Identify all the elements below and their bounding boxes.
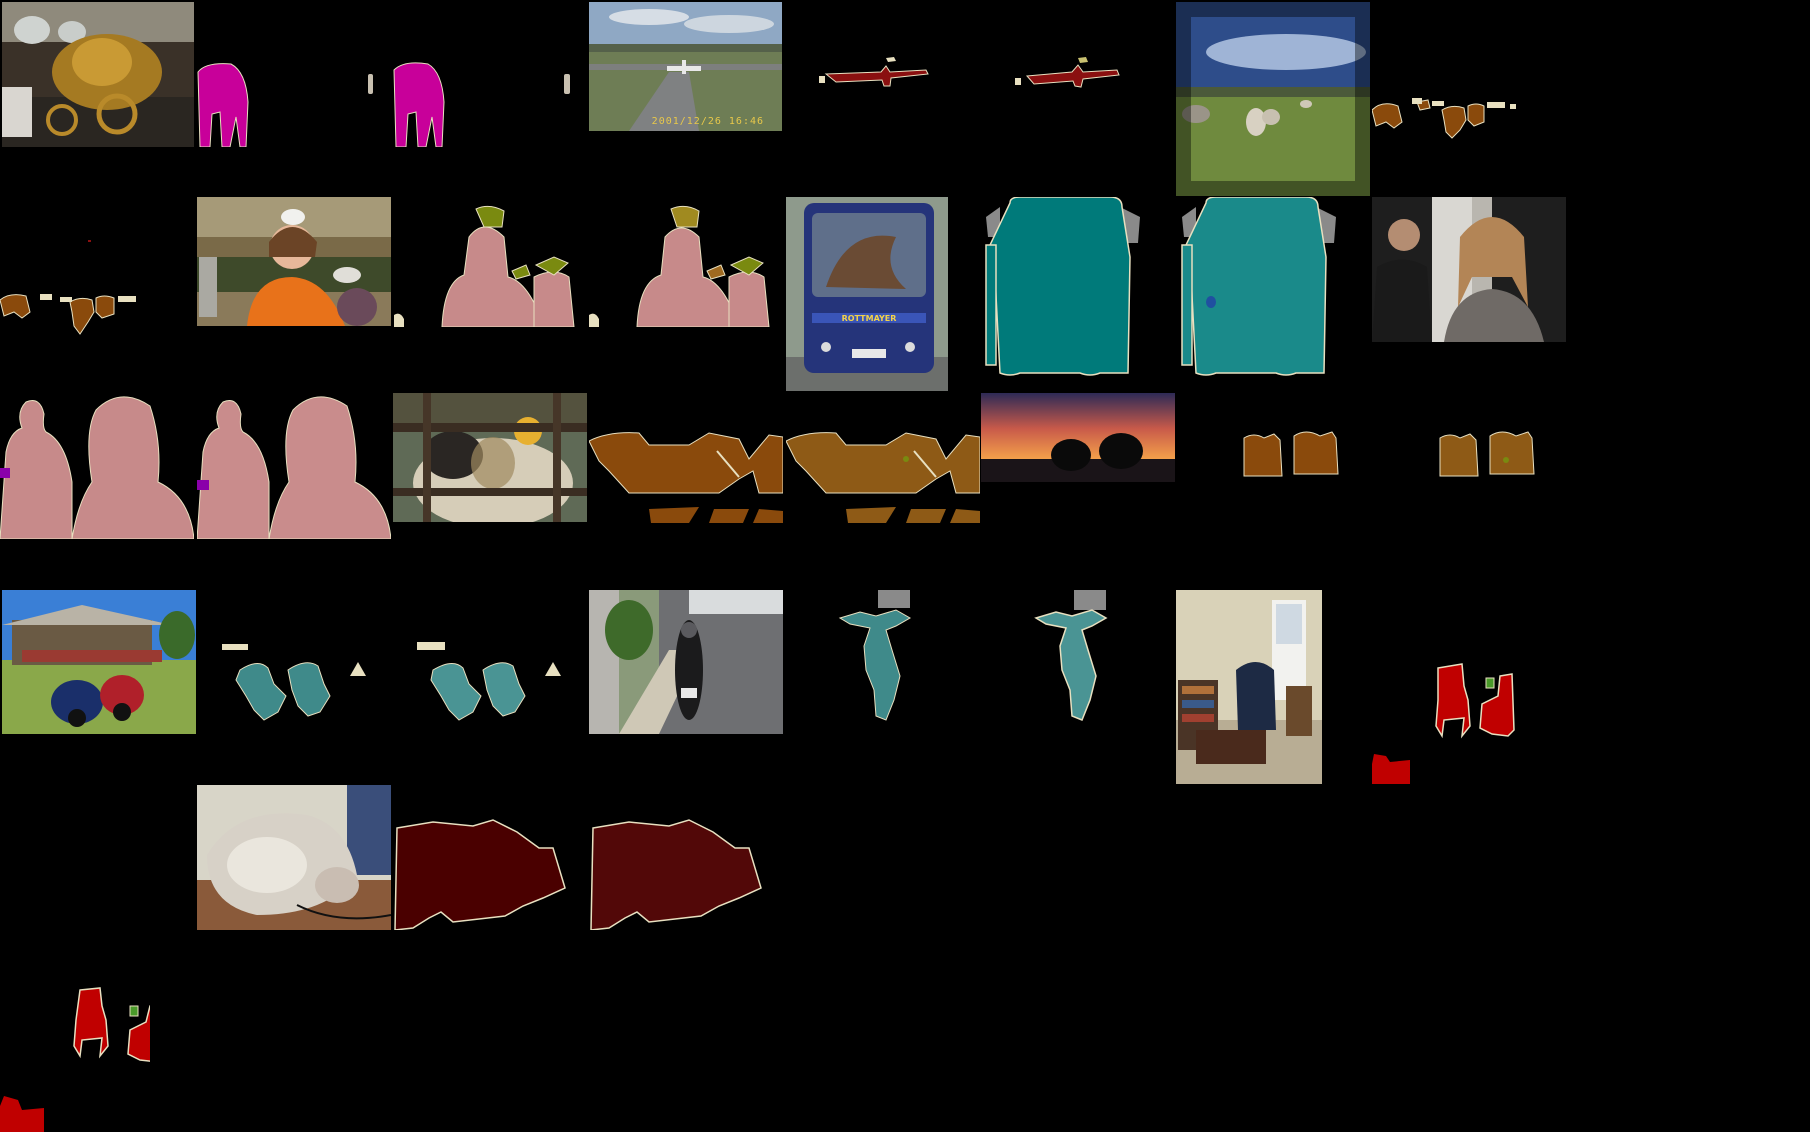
mask-prediction-sunset-sheep xyxy=(1436,430,1536,480)
mask-ground-truth-carriage xyxy=(196,2,388,147)
photo-timestamp: 2001/12/26 16:46 xyxy=(651,116,764,127)
mask-prediction-ram xyxy=(786,431,980,523)
mask-prediction-motorbikes xyxy=(393,640,585,730)
mask-ground-truth-cat xyxy=(393,818,569,930)
mask-prediction-motorcycle xyxy=(1026,590,1126,725)
photo-sleeping-cat xyxy=(197,785,391,930)
mask-ground-truth-people xyxy=(0,392,194,539)
mask-ground-truth-airplane xyxy=(786,2,978,147)
mask-prediction-airplane xyxy=(982,2,1174,147)
photo-ram-behind-fence xyxy=(393,393,587,522)
mask-prediction-cat xyxy=(589,818,765,930)
mask-prediction-person-bird xyxy=(589,197,781,327)
mask-ground-truth-bus xyxy=(980,197,1142,377)
photo-two-people xyxy=(1372,197,1566,342)
mask-prediction-people xyxy=(197,392,391,539)
mask-prediction-carriage xyxy=(392,2,584,147)
photo-sheep-sunset xyxy=(981,393,1175,482)
photo-girl-with-bird xyxy=(197,197,391,326)
photo-runway-airplane: 2001/12/26 16:46 xyxy=(589,2,782,131)
mask-ground-truth-motorbikes xyxy=(198,640,390,730)
photo-motorcycle-street xyxy=(589,590,783,734)
photo-living-room xyxy=(1176,590,1322,784)
mask-ground-truth-motorcycle xyxy=(830,590,930,725)
photo-sheep-pasture xyxy=(1176,2,1370,196)
photo-golden-carriage xyxy=(2,2,194,147)
photo-motorbikes-lawn xyxy=(2,590,196,734)
mask-ground-truth-sheep xyxy=(1372,2,1566,147)
bus-sign-text: ROTTMAYER xyxy=(842,314,897,323)
mask-ground-truth-person-bird xyxy=(394,197,586,327)
mask-prediction-bus xyxy=(1176,197,1338,377)
mask-ground-truth-chairs xyxy=(1372,660,1522,784)
photo-blue-bus: ROTTMAYER xyxy=(786,197,948,391)
mask-ground-truth-sunset-sheep xyxy=(1240,430,1340,480)
mask-prediction-chairs xyxy=(0,856,150,1132)
mask-prediction-sheep xyxy=(0,196,194,341)
mask-ground-truth-ram xyxy=(589,431,783,523)
